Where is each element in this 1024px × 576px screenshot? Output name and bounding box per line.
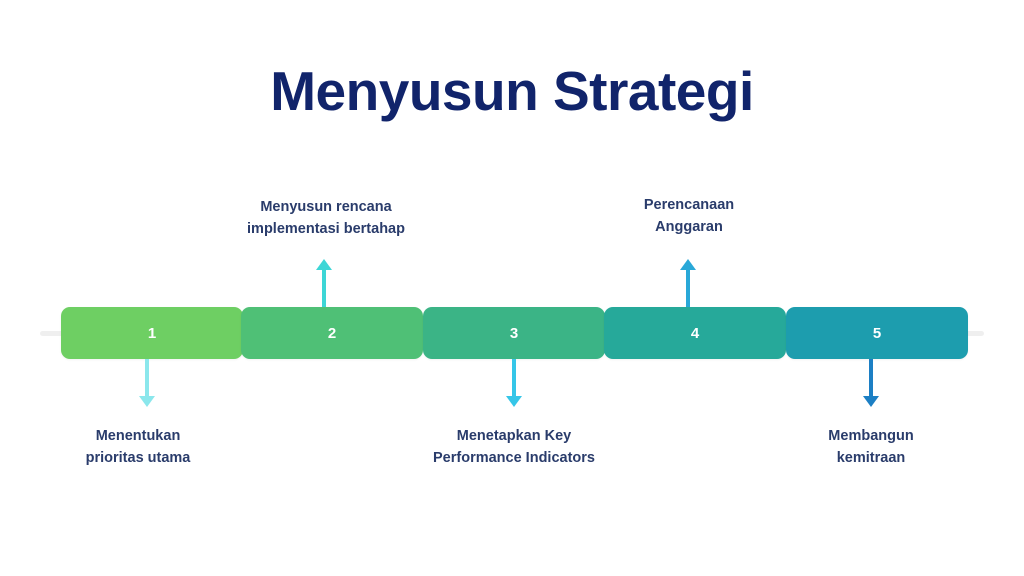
step-number-4: 4 [690, 324, 700, 342]
step-caption-3-line2: Performance Indicators [433, 450, 595, 467]
timeline-step-5[interactable]: 5 [786, 307, 968, 359]
arrow-head-2 [316, 259, 332, 270]
step-number-3: 3 [509, 324, 519, 342]
arrow-up-icon-2 [314, 259, 334, 307]
step-caption-3: Menetapkan Key Performance Indicators [404, 425, 624, 470]
timeline-step-4[interactable]: 4 [604, 307, 786, 359]
step-caption-4: Perencanaan Anggaran [598, 194, 780, 239]
arrow-head-3 [506, 396, 522, 407]
arrow-down-icon-5 [861, 359, 881, 407]
step-caption-1-line2: prioritas utama [85, 450, 191, 467]
arrow-stem-1 [145, 359, 149, 398]
step-caption-3-line1: Menetapkan Key [456, 428, 572, 444]
step-caption-5-line2: kemitraan [836, 450, 906, 467]
arrow-head-1 [139, 396, 155, 407]
step-caption-2-line2: implementasi bertahap [247, 221, 405, 238]
step-caption-2: Menyusun rencana implementasi bertahap [218, 196, 434, 241]
arrow-head-5 [863, 396, 879, 407]
step-caption-4-line2: Anggaran [655, 219, 723, 236]
timeline-step-2[interactable]: 2 [241, 307, 423, 359]
timeline-step-1[interactable]: 1 [61, 307, 243, 359]
step-number-5: 5 [872, 324, 882, 342]
step-caption-5: Membangun kemitraan [780, 425, 962, 470]
step-caption-5-line1: Membangun [828, 428, 914, 444]
step-caption-1-line1: Menentukan [95, 428, 181, 444]
arrow-down-icon-3 [504, 359, 524, 407]
step-number-2: 2 [327, 324, 337, 342]
arrow-stem-3 [512, 359, 516, 398]
step-caption-2-line1: Menyusun rencana [260, 199, 392, 215]
arrow-stem-2 [322, 268, 326, 307]
page-title: Menyusun Strategi [270, 60, 754, 122]
arrow-stem-4 [686, 268, 690, 307]
arrow-up-icon-4 [678, 259, 698, 307]
timeline-step-3[interactable]: 3 [423, 307, 605, 359]
step-number-1: 1 [147, 324, 157, 342]
step-caption-1: Menentukan prioritas utama [47, 425, 229, 470]
step-caption-4-line1: Perencanaan [643, 197, 735, 213]
arrow-down-icon-1 [137, 359, 157, 407]
arrow-stem-5 [869, 359, 873, 398]
arrow-head-4 [680, 259, 696, 270]
